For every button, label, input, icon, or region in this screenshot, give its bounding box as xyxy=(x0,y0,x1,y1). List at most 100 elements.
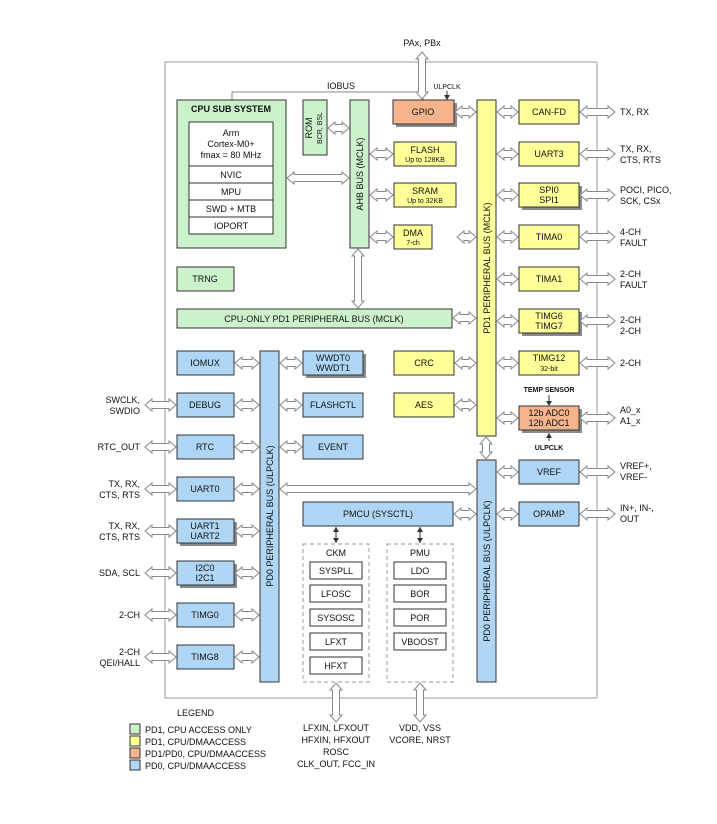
ckm-label: CKM xyxy=(326,548,346,558)
ldo-label: LDO xyxy=(411,566,430,576)
vref-signal-1: VREF+, xyxy=(620,461,652,471)
ckm-output-3: ROSC xyxy=(323,747,350,757)
arm-core-box xyxy=(188,121,274,167)
debug-signal-2: SWDIO xyxy=(110,406,141,416)
pax-pbx-label: PAx, PBx xyxy=(403,38,441,48)
flashctl-label: FLASHCTL xyxy=(310,400,356,410)
canfd-box xyxy=(518,99,580,125)
vref-label: VREF xyxy=(537,467,562,477)
tima1-box xyxy=(518,266,580,292)
left-pin-arrow-2 xyxy=(144,481,177,497)
pmu-label: PMU xyxy=(410,548,430,558)
timg67-box xyxy=(518,308,580,334)
rom-sub-label: BCR, BSL xyxy=(317,112,324,144)
pd0l-periph-arrow-5 xyxy=(234,565,260,581)
pmu-output-1: VDD, VSS xyxy=(399,723,441,733)
pd0-peripheral-bus-right xyxy=(476,459,497,683)
cpu-subsystem-title: CPU SUB SYSTEM xyxy=(191,104,271,114)
lfosc-box xyxy=(309,584,363,603)
gpio-pins-arrow xyxy=(414,51,430,100)
pd0r-vref-arrow xyxy=(496,464,519,480)
cpu-only-pd1-bus xyxy=(176,308,453,329)
pmu-output-arrow xyxy=(412,682,428,723)
tima0-signal-2: FAULT xyxy=(620,238,648,248)
tima1-label: TIMA1 xyxy=(536,274,563,284)
vref-box xyxy=(518,459,580,485)
mpu-label: MPU xyxy=(221,187,241,197)
pmcu-label: PMCU (SYSCTL) xyxy=(343,509,413,519)
pmcu-ckm-arrow-down xyxy=(333,538,339,543)
vboost-label: VBOOST xyxy=(401,637,439,647)
periph-pin-arrow-8 xyxy=(579,464,616,480)
uart12-box xyxy=(176,518,235,544)
adc-signal-2: A1_x xyxy=(620,416,641,426)
bor-box xyxy=(393,584,447,603)
legend-item: PD1, CPU/DMAACCESS xyxy=(129,735,246,747)
ahb-bus xyxy=(349,99,370,249)
legend-item: PD1, CPU ACCESS ONLY xyxy=(129,723,252,735)
ckm-group xyxy=(302,543,370,683)
pd0l-periph-arrow-1 xyxy=(234,397,260,413)
syspll-box xyxy=(309,561,363,580)
ahb-dma-arrow xyxy=(369,229,394,245)
legend-label-2: PD1/PD0, CPU/DMAACCESS xyxy=(145,749,266,759)
flashctl-box xyxy=(302,392,364,418)
ckm-output-2: HFXIN, HFXOUT xyxy=(302,735,372,745)
wwdt1-label: WWDT1 xyxy=(316,363,350,373)
timg8-label: TIMG8 xyxy=(191,652,219,662)
pd1-periph-arrow-3 xyxy=(496,229,519,245)
aes-label: AES xyxy=(415,400,433,410)
pd1-peripheral-bus xyxy=(476,99,497,437)
periph-pin-arrow-0 xyxy=(579,104,616,120)
pmcu-box xyxy=(302,501,454,527)
timg12-bits-label: 32-bit xyxy=(540,366,558,373)
swd-mtb-label: SWD + MTB xyxy=(206,204,256,214)
timg12-label: TIMG12 xyxy=(533,353,566,363)
pd0l-periph-arrow-4 xyxy=(234,523,260,539)
uart3-signal-1: TX, RX, xyxy=(620,144,652,154)
adc0-label: 12b ADC0 xyxy=(528,408,569,418)
ioport-label: IOPORT xyxy=(214,221,249,231)
legend-label-0: PD1, CPU ACCESS ONLY xyxy=(145,725,252,735)
ulplclk-top-label: ULPCLK xyxy=(433,84,461,91)
pd1-periph-arrow-2 xyxy=(496,187,519,203)
debug-signal-1: SWCLK, xyxy=(105,395,140,405)
adc-box xyxy=(518,405,580,431)
left-pin-arrow-6 xyxy=(144,649,177,665)
dma-box xyxy=(393,224,433,250)
legend-title: LEGEND xyxy=(177,708,215,718)
adc1-label: 12b ADC1 xyxy=(528,418,569,428)
spi0-label: SPI0 xyxy=(539,185,559,195)
legend-swatch-0 xyxy=(129,723,141,735)
tempsensor-arrow xyxy=(546,401,552,406)
pmu-group xyxy=(386,543,454,683)
arm-label: Arm xyxy=(223,128,240,138)
timg0-box xyxy=(176,602,235,628)
periph-pin-arrow-9 xyxy=(579,506,616,522)
dma-ch-label: 7-ch xyxy=(406,240,420,247)
sysosc-box xyxy=(309,608,363,627)
opamp-label: OPAMP xyxy=(533,509,565,519)
syspll-label: SYSPLL xyxy=(319,566,353,576)
uart3-box xyxy=(518,141,580,167)
trng-label: TRNG xyxy=(192,274,218,284)
trng-box xyxy=(176,266,235,292)
uart1-label: UART1 xyxy=(190,521,219,531)
cpu-only-bus-label: CPU-ONLY PD1 PERIPHERAL BUS (MCLK) xyxy=(224,314,403,324)
debug-box xyxy=(176,392,235,418)
pd0-left-right-arrow xyxy=(279,481,477,497)
legend-swatch-1 xyxy=(129,735,141,747)
ulplclk-adc-arrow xyxy=(546,433,552,438)
ckm-output-4: CLK_OUT, FCC_IN xyxy=(297,759,375,769)
crc-box xyxy=(393,350,455,376)
sram-box xyxy=(393,182,457,208)
pmcu-pd0r-arrow xyxy=(453,506,477,522)
pd0-bus-left-label: PD0 PERIPHERAL BUS (ULPCLK) xyxy=(265,445,275,586)
pmu-output-2: VCORE, NRST xyxy=(389,735,451,745)
periph-pin-arrow-1 xyxy=(579,146,616,162)
opamp-signal-1: IN+, IN-, xyxy=(620,503,654,513)
ckm-output-arrow xyxy=(328,682,344,723)
ulplclk-top-arrow xyxy=(444,95,450,100)
flash-box xyxy=(393,141,457,167)
aes-pd1-arrow xyxy=(454,397,477,413)
